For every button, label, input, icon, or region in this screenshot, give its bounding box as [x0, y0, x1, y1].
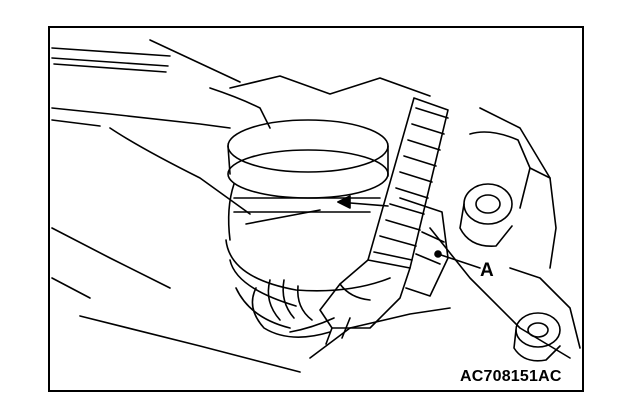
inner-hub [251, 279, 335, 338]
cylinder-body [225, 119, 391, 329]
corrugated-cable [367, 97, 449, 269]
callout-leader [434, 250, 481, 269]
mounting-boss-upper [459, 131, 557, 269]
figure-code: AC708151AC [460, 368, 562, 385]
lever-arrow-icon [337, 195, 389, 209]
mounting-boss-lower [509, 267, 581, 362]
callout-label-a: A [480, 260, 494, 281]
diagram-frame: A AC708151AC [48, 26, 584, 392]
component-drawing [51, 39, 581, 373]
housing-outline [51, 75, 571, 373]
top-bracket [51, 39, 241, 83]
cable-connector [319, 259, 411, 345]
